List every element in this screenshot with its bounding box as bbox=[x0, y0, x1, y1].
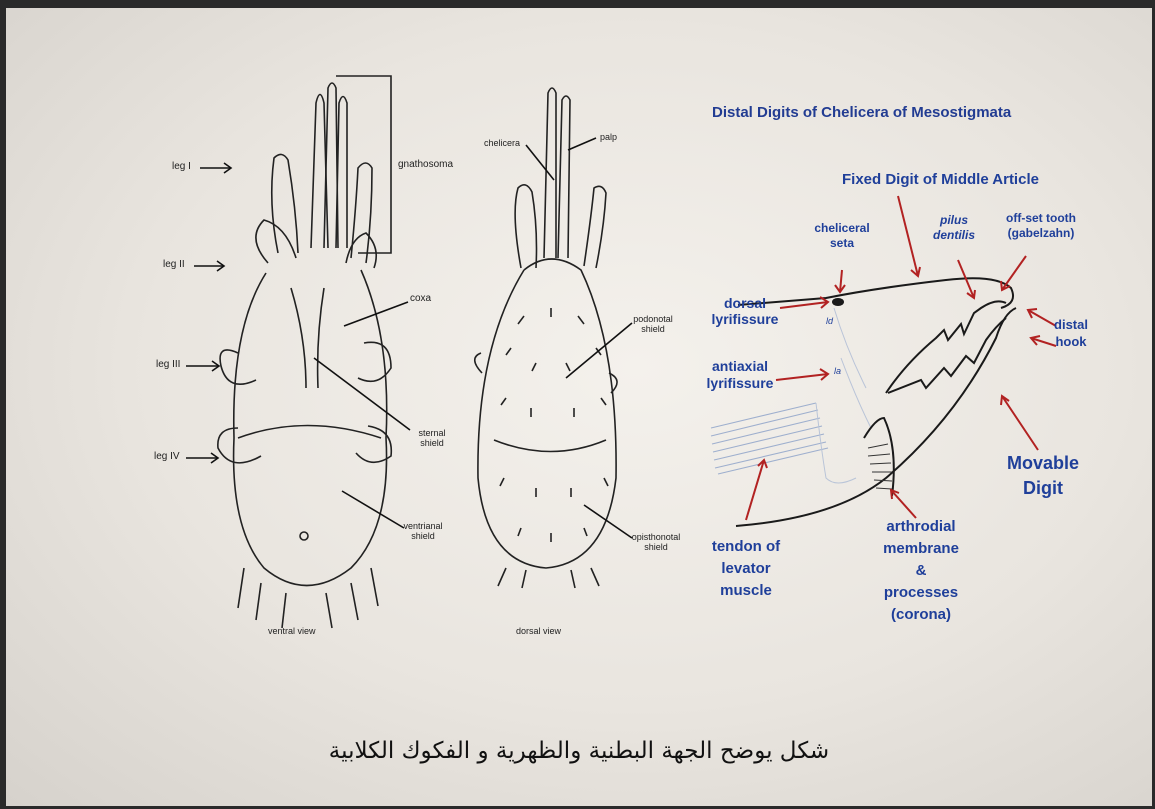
label-tendon: tendon of levator muscle bbox=[708, 536, 784, 602]
label-arthrodial-membrane: arthrodial membrane & processes (corona) bbox=[874, 516, 968, 626]
offset-tooth-line-2: (gabelzahn) bbox=[1008, 226, 1075, 240]
arthrodial-line-1: arthrodial bbox=[886, 518, 955, 535]
dorsal-lyrifissure-line-2: lyrifissure bbox=[712, 311, 779, 327]
dorsal-lyrifissure-line-1: dorsal bbox=[724, 295, 766, 311]
label-movable-digit: Movable Digit bbox=[1000, 451, 1086, 501]
cheliceral-seta-line-1: cheliceral bbox=[814, 221, 869, 235]
movable-digit-line-2: Digit bbox=[1023, 478, 1063, 498]
label-antiaxial-lyrifissure: antiaxial lyrifissure bbox=[702, 358, 778, 392]
label-distal-hook: distal hook bbox=[1048, 316, 1094, 350]
arthrodial-line-3: & bbox=[916, 562, 927, 579]
tendon-line-3: muscle bbox=[720, 582, 772, 599]
arthrodial-line-4: processes bbox=[884, 584, 958, 601]
movable-digit-line-1: Movable bbox=[1007, 453, 1079, 473]
tendon-line-2: levator bbox=[721, 560, 770, 577]
offset-tooth-line-1: off-set tooth bbox=[1006, 211, 1076, 225]
slide: leg I leg II leg III leg IV gnathosoma c… bbox=[6, 8, 1152, 806]
label-dorsal-lyrifissure: dorsal lyrifissure bbox=[710, 295, 780, 327]
distal-hook-line-2: hook bbox=[1055, 334, 1086, 349]
label-pilus-dentilis: pilus dentilis bbox=[926, 213, 982, 243]
arabic-caption: شكل يوضح الجهة البطنية والظهرية و الفكوك… bbox=[6, 738, 1152, 764]
label-fixed-digit: Fixed Digit of Middle Article bbox=[842, 171, 1039, 188]
label-la: la bbox=[834, 366, 841, 376]
antiaxial-lyrifissure-line-2: lyrifissure bbox=[707, 375, 774, 391]
chelicera-diagram-title: Distal Digits of Chelicera of Mesostigma… bbox=[712, 104, 1011, 121]
label-cheliceral-seta: cheliceral seta bbox=[814, 221, 870, 251]
label-ld: ld bbox=[826, 316, 833, 326]
pilus-dentilis-line-1: pilus bbox=[940, 213, 968, 227]
label-offset-tooth: off-set tooth (gabelzahn) bbox=[996, 211, 1086, 241]
tendon-line-1: tendon of bbox=[712, 538, 780, 555]
pilus-dentilis-line-2: dentilis bbox=[933, 228, 975, 242]
arthrodial-line-5: (corona) bbox=[891, 606, 951, 623]
arthrodial-line-2: membrane bbox=[883, 540, 959, 557]
distal-hook-line-1: distal bbox=[1054, 317, 1088, 332]
antiaxial-lyrifissure-line-1: antiaxial bbox=[712, 358, 768, 374]
cheliceral-seta-line-2: seta bbox=[830, 236, 854, 250]
